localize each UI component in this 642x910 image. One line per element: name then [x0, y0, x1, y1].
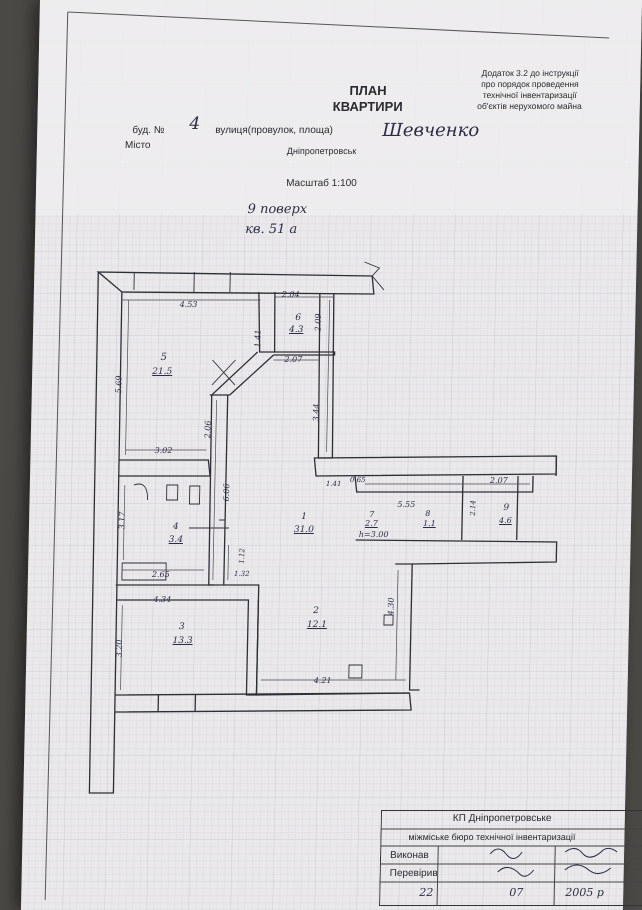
- room-area-3: 13.3: [172, 636, 193, 646]
- checked-by-label: Перевірив: [389, 868, 438, 879]
- ceiling-height-note: h=3.00: [358, 530, 389, 539]
- room-label-4: 4: [172, 522, 179, 532]
- dim-label: 1.12: [237, 548, 247, 564]
- dim-label: 3.44: [311, 403, 321, 422]
- room-label-6: 6: [295, 313, 302, 323]
- stamp-date-year: 2005 р: [565, 886, 604, 899]
- room-area-7: 2.7: [364, 519, 378, 528]
- room-area-5: 21.5: [152, 367, 173, 377]
- room-area-8: 1.1: [422, 519, 436, 528]
- room-area-2: 12.1: [306, 620, 328, 630]
- document-sheet: Додаток 3.2 до інструкції про порядок пр…: [20, 0, 642, 910]
- dim-label: 1.41: [325, 480, 342, 488]
- stamp-org-line-2: міжміське бюро технічної інвентаризації: [408, 832, 576, 842]
- inventory-bureau-stamp: КП Дніпропетровське міжміське бюро техні…: [379, 810, 642, 906]
- dim-label: 2.04: [281, 290, 300, 299]
- room-label-2: 2: [313, 606, 320, 616]
- dim-label: 6.06: [221, 483, 232, 502]
- dim-label: 5.55: [397, 500, 416, 509]
- performed-by-label: Виконав: [389, 850, 429, 861]
- dim-label: 5.69: [114, 375, 124, 394]
- dim-label: 4.21: [313, 676, 332, 685]
- dim-label: 0.65: [349, 476, 366, 484]
- room-label-3: 3: [178, 622, 185, 632]
- room-label-5: 5: [160, 352, 168, 363]
- dim-label: 4.34: [153, 595, 172, 604]
- room-area-6: 4.3: [288, 325, 304, 335]
- stamp-date-month: 07: [509, 886, 524, 899]
- dim-label: 1.32: [233, 570, 250, 578]
- dim-label: 3.17: [117, 511, 127, 530]
- dim-label: 2.65: [151, 570, 170, 579]
- room-area-9: 4.6: [499, 516, 512, 525]
- dim-label: 2.07: [489, 476, 508, 485]
- dimension-lines: [120, 296, 530, 690]
- dim-label: 3.02: [154, 446, 173, 455]
- grid-background: [20, 0, 642, 910]
- dim-label: 1.41: [253, 329, 263, 348]
- dim-label: 2.07: [284, 355, 303, 364]
- dim-label: 2.09: [313, 313, 323, 332]
- floor-plan: [88, 261, 558, 794]
- room-label-1: 1: [301, 512, 308, 522]
- room-area-1: 31.0: [293, 525, 315, 535]
- stamp-org-line-1: КП Дніпропетровське: [452, 813, 552, 824]
- room-label-7: 7: [369, 510, 375, 519]
- dim-label: 4.53: [179, 300, 198, 309]
- dim-label: 3.20: [114, 639, 125, 658]
- plan-walls: [88, 261, 558, 794]
- room-label-9: 9: [503, 503, 510, 513]
- dim-label: 2.06: [203, 420, 213, 439]
- dim-label: 2.14: [468, 500, 478, 516]
- room-area-4: 3.4: [168, 535, 184, 545]
- dim-label: 4.30: [386, 597, 396, 616]
- room-label-8: 8: [425, 509, 431, 518]
- stamp-date-day: 22: [419, 886, 434, 899]
- stamp-frame: [379, 810, 642, 906]
